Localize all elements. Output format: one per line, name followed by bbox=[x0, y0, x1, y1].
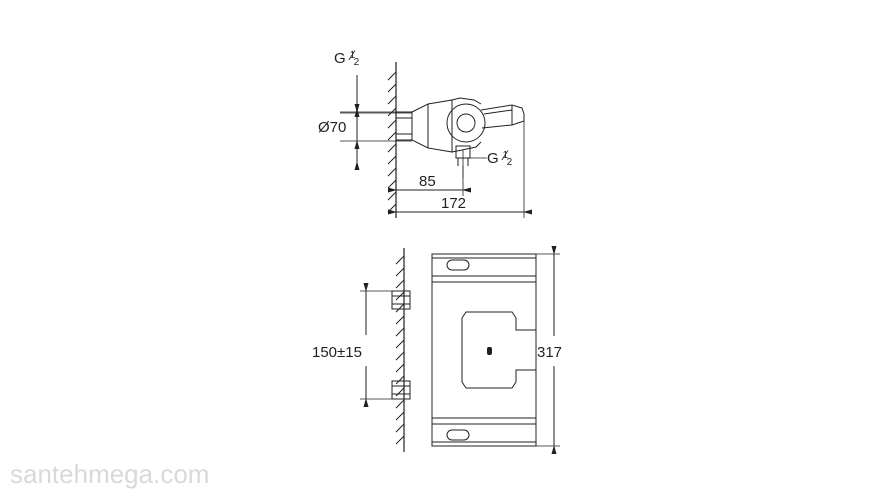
label-85: 85 bbox=[419, 173, 436, 190]
body-outline-front bbox=[431, 257, 537, 443]
body-bottom-edge bbox=[451, 141, 482, 153]
upper-inlet-fitting bbox=[391, 290, 411, 310]
label-317: 317 bbox=[537, 344, 562, 361]
label-diameter: Ø70 bbox=[318, 119, 346, 136]
escutcheon-body bbox=[411, 103, 429, 149]
indicator-dot bbox=[487, 347, 492, 355]
body-top-edge bbox=[451, 97, 482, 105]
top-view-group bbox=[340, 62, 532, 218]
label-172: 172 bbox=[441, 195, 466, 212]
bottom-cap-slot bbox=[446, 429, 470, 441]
thermostat-knob-outer bbox=[446, 103, 486, 143]
top-cap-slot bbox=[446, 259, 470, 271]
valve-body-top bbox=[427, 99, 453, 153]
wall-hatching-front bbox=[395, 255, 405, 445]
bottom-cap bbox=[431, 423, 537, 447]
label-150: 150±15 bbox=[312, 344, 362, 361]
inlet-fitting-top bbox=[395, 111, 413, 141]
spout-outline bbox=[480, 104, 525, 129]
front-view-group bbox=[360, 246, 560, 454]
wall-hatching-top bbox=[387, 71, 397, 213]
upper-lever-cutout bbox=[461, 311, 536, 331]
lower-inlet-fitting bbox=[391, 380, 411, 400]
watermark-text: santehmega.com bbox=[10, 459, 210, 489]
thermostat-knob-inner bbox=[456, 113, 476, 133]
top-cap bbox=[431, 253, 537, 277]
lower-lever-cutout bbox=[461, 369, 536, 389]
